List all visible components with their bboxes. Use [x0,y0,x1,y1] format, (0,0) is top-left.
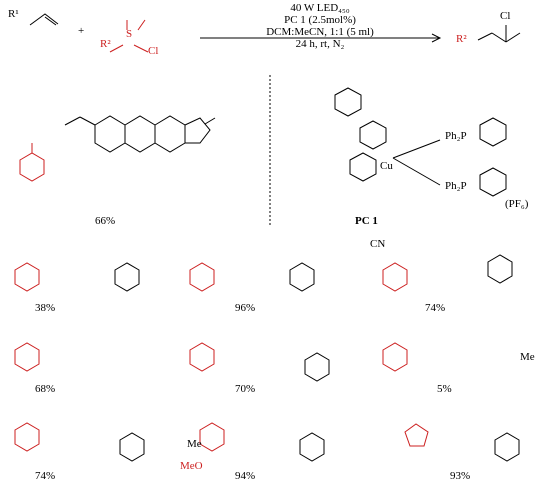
sub-me-p7: Me [187,438,202,450]
plus-sign: + [78,25,85,37]
catalyst-phosphine-top: Ph₂P [445,130,467,142]
alkene-double [44,16,57,26]
yield-p4: 68% [35,383,56,395]
steroid-aryl [19,143,45,182]
yield-p1: 38% [35,302,56,314]
sulfonyl-chloride-reagent [109,19,149,53]
reagent2-s: S [126,28,133,40]
sub-meo-p8: MeO [180,460,203,472]
product-r-label: R² [456,33,467,45]
general-product [477,25,521,43]
yield-p7: 74% [35,470,56,482]
catalyst-label: PC 1 [355,215,378,227]
product-sketches [14,254,520,462]
conditions: 40 W LED₄₅₀ PC 1 (2.5mol%) DCM:MeCN, 1:1… [200,2,440,50]
condition-light: 40 W LED₄₅₀ [290,2,350,14]
reagent2-r-label: R² [100,38,111,50]
catalyst-structure [334,87,507,197]
alkene-bond [29,13,59,26]
yield-p2: 96% [235,302,256,314]
catalyst-phosphine-bottom: Ph₂P [445,180,467,192]
steroid-structure [64,115,216,153]
arrow-head [431,33,442,43]
yield-p3: 74% [425,302,446,314]
reagent2-cl: Cl [148,45,159,57]
yield-p6: 5% [437,383,452,395]
yield-p8: 94% [235,470,256,482]
yield-p9: 93% [450,470,471,482]
sub-cn: CN [370,238,386,250]
reagent1-label: R¹ [8,8,19,20]
condition-solvent: DCM:MeCN, 1:1 (5 ml) [266,26,374,38]
steroid-yield: 66% [95,215,116,227]
yield-p5: 70% [235,383,256,395]
condition-catalyst: PC 1 (2.5mol%) [284,14,356,26]
catalyst-metal: Cu [380,160,393,172]
catalyst-counterion: (PF₆) [505,198,529,210]
product-cl: Cl [500,10,511,22]
condition-time: 24 h, rt, N₂ [295,38,345,50]
sub-me-p6: Me [520,351,535,363]
